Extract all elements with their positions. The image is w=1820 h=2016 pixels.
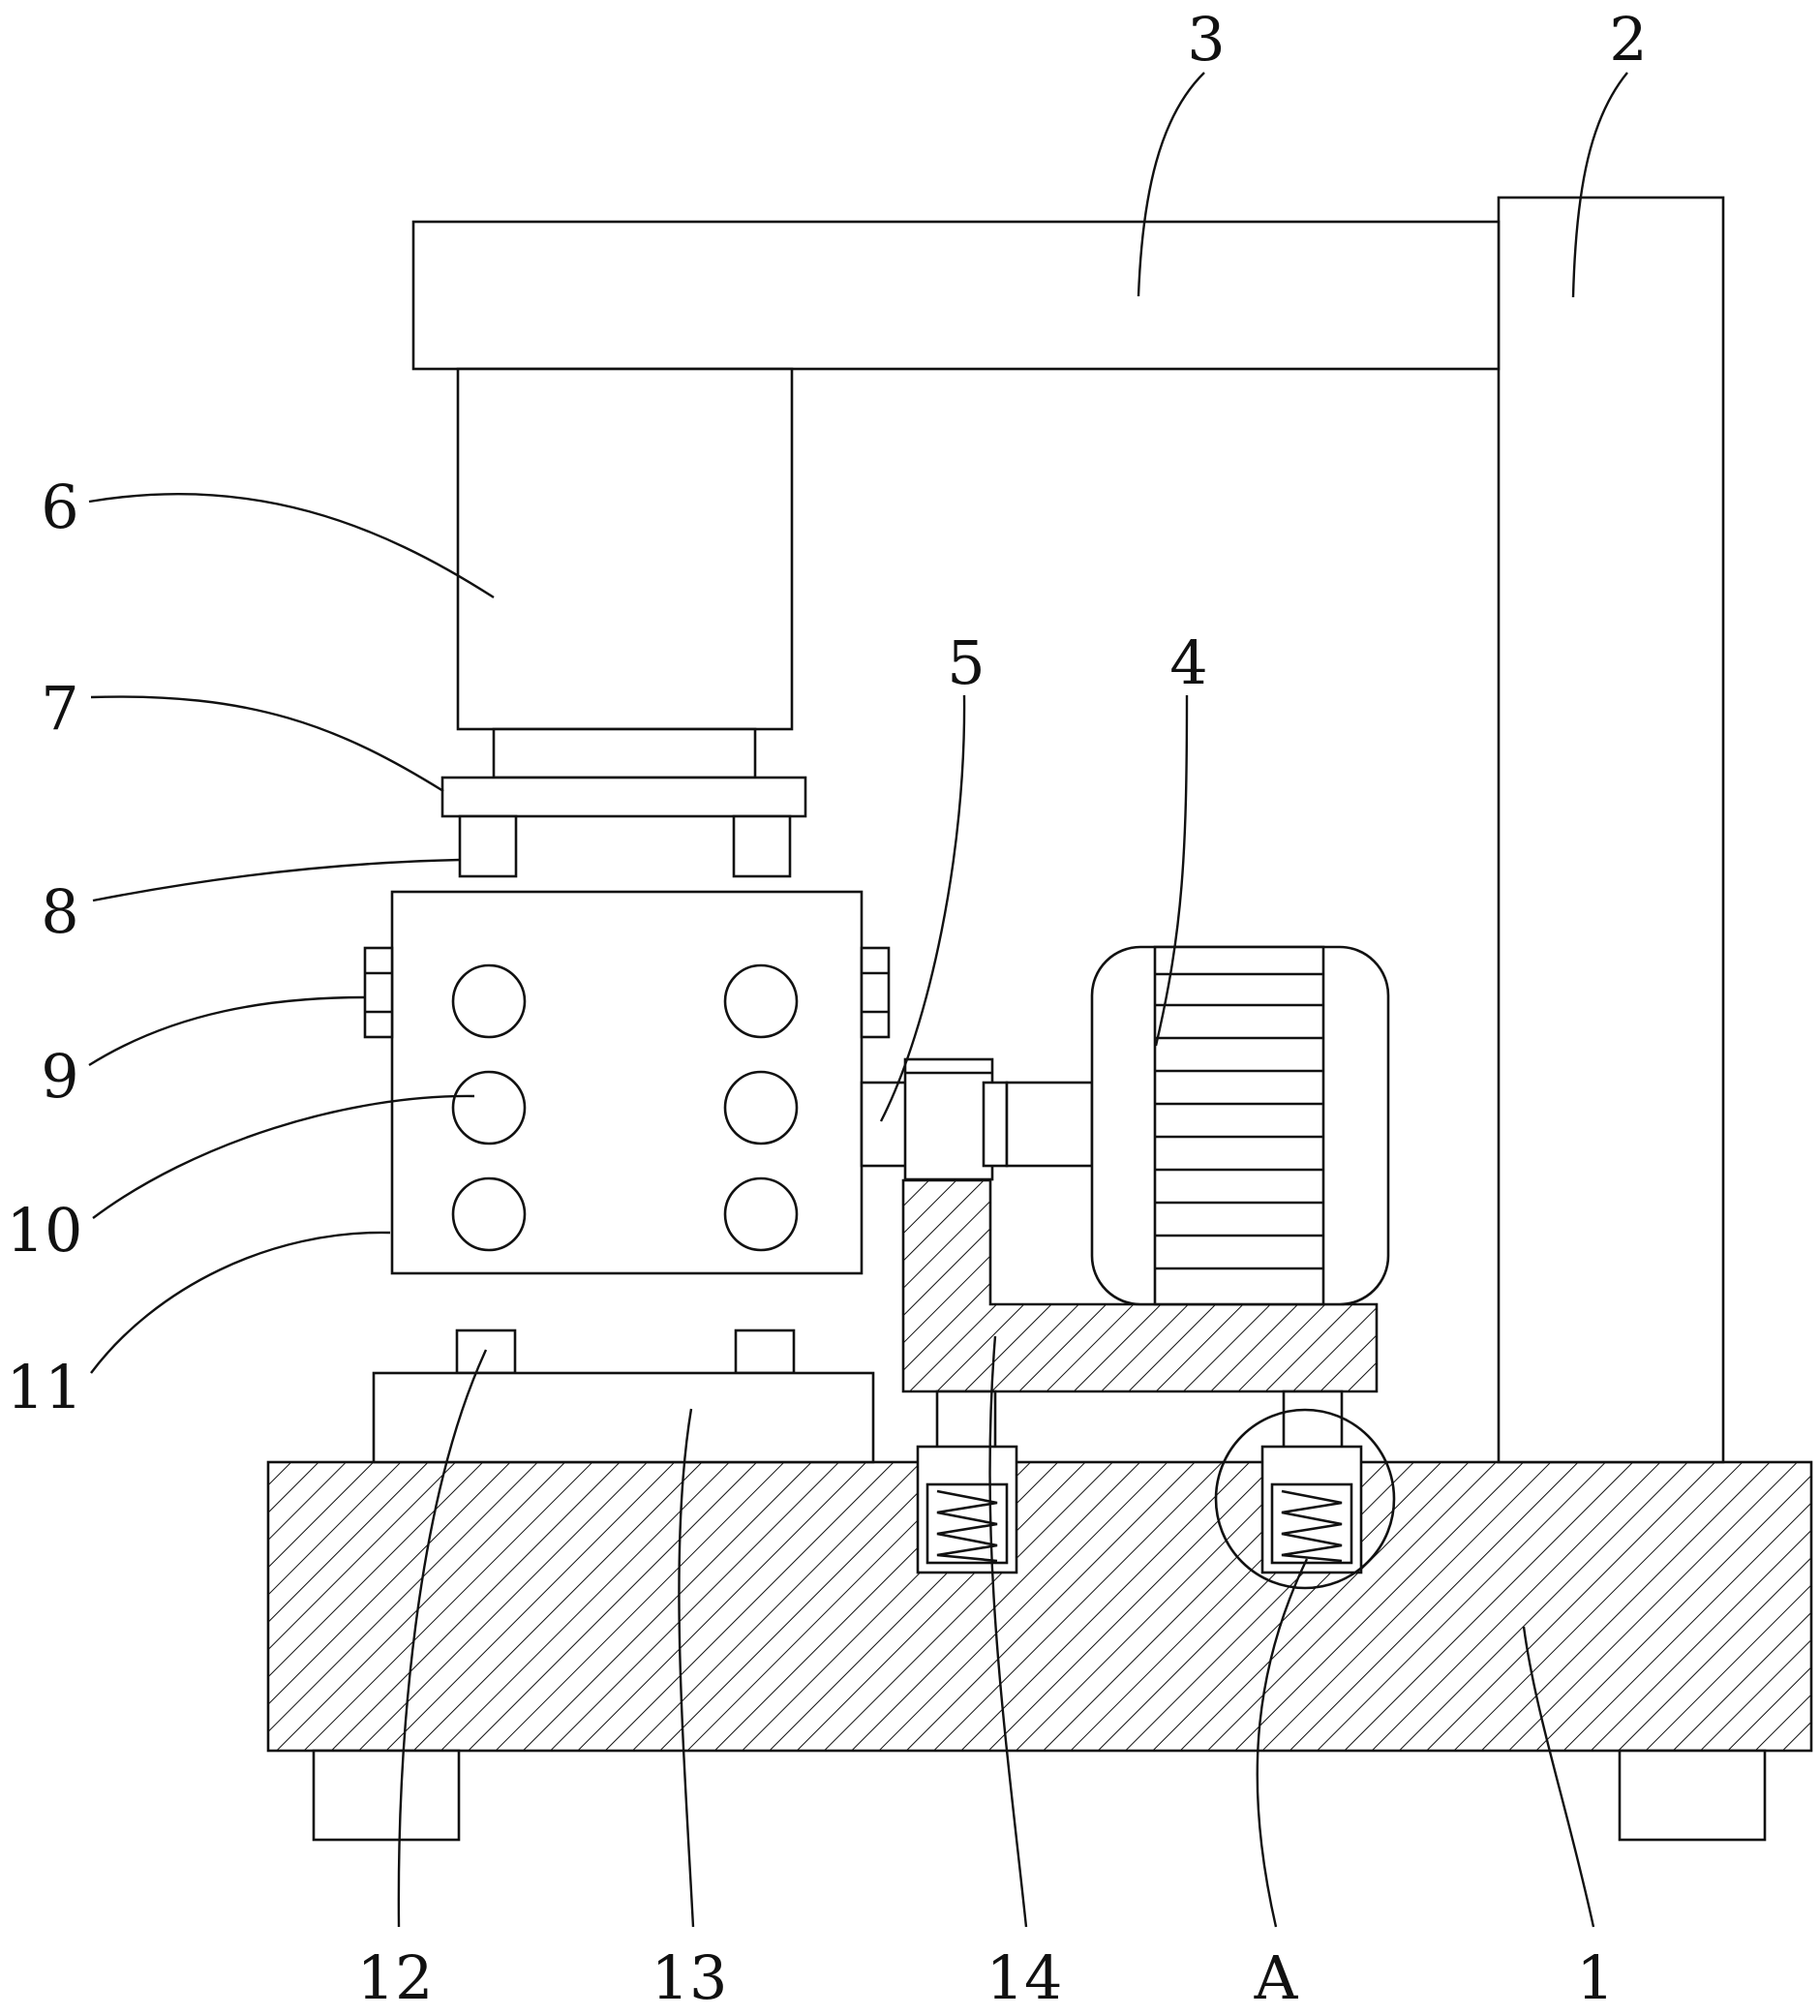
callout-a: A [1254, 1942, 1299, 2011]
hole [451, 1176, 527, 1252]
leader-12 [397, 1349, 488, 1928]
leader-9 [88, 995, 366, 1067]
upper-pin-right [732, 814, 792, 878]
vertical-column [1497, 196, 1725, 1464]
lower-seat [372, 1371, 875, 1464]
foot-right [1618, 1749, 1767, 1842]
leader-6 [88, 492, 495, 599]
hole [723, 1176, 799, 1252]
callout-8: 8 [41, 876, 78, 947]
callout-1: 1 [1576, 1942, 1614, 2011]
callout-14: 14 [986, 1942, 1063, 2011]
pressing-plate [440, 776, 807, 818]
motor-shaft [1005, 1081, 1094, 1168]
callout-13: 13 [652, 1942, 728, 2011]
base-block [266, 1460, 1813, 1753]
leader-4 [1154, 694, 1189, 1047]
bolt-left [363, 946, 394, 1039]
leader-13 [678, 1408, 695, 1928]
bolt-right [860, 946, 891, 1039]
coupling [903, 1057, 994, 1181]
leader-11 [90, 1231, 391, 1374]
callout-11: 11 [7, 1352, 83, 1422]
leader-7 [90, 695, 444, 793]
leader-a [1256, 1558, 1309, 1928]
leader-5 [879, 694, 966, 1122]
leader-1 [1522, 1626, 1595, 1928]
callout-7: 7 [41, 673, 78, 744]
leader-2 [1571, 72, 1628, 298]
foot-left [312, 1749, 461, 1842]
callout-5: 5 [947, 627, 985, 698]
hole [723, 963, 799, 1039]
spring-left [936, 1489, 998, 1563]
callout-9: 9 [41, 1041, 78, 1112]
spring-right [1281, 1489, 1343, 1563]
detail-circle-a [1214, 1408, 1396, 1590]
callout-12: 12 [357, 1942, 434, 2011]
horizontal-arm [411, 220, 1501, 371]
piston-rod [492, 727, 757, 779]
motor-fins [1153, 945, 1325, 1306]
cylinder-body [456, 367, 794, 731]
hole [451, 1070, 527, 1145]
callout-6: 6 [41, 472, 78, 542]
shaft-left [860, 1081, 914, 1168]
upper-pin-left [458, 814, 518, 878]
leader-14 [988, 1335, 1028, 1928]
callout-4: 4 [1169, 627, 1207, 698]
leader-3 [1137, 72, 1205, 297]
leader-8 [92, 858, 461, 902]
callout-2: 2 [1609, 4, 1647, 75]
callout-3: 3 [1187, 4, 1225, 75]
callout-10: 10 [7, 1195, 83, 1266]
coupling-ring [982, 1081, 1009, 1168]
lower-pin-right [734, 1329, 796, 1375]
hole [723, 1070, 799, 1145]
hole [451, 963, 527, 1039]
leader-10 [92, 1094, 475, 1219]
